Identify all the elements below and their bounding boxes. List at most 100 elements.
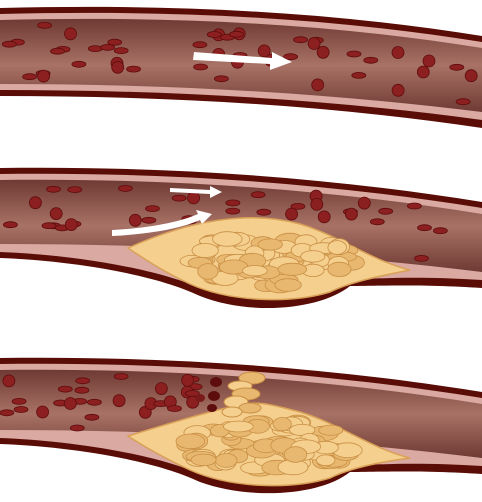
red-blood-cell	[88, 46, 102, 52]
red-blood-cell	[456, 99, 470, 105]
red-blood-cell	[392, 84, 404, 96]
red-blood-cell	[230, 31, 244, 37]
fat-cell	[316, 455, 335, 466]
fat-cell	[213, 232, 243, 247]
red-blood-cell	[358, 197, 370, 209]
red-blood-cell	[258, 45, 270, 57]
red-blood-cell	[68, 187, 82, 193]
red-blood-cell	[291, 203, 305, 209]
fat-cell	[198, 264, 218, 280]
fat-cell	[192, 244, 218, 258]
fat-cell	[176, 434, 205, 449]
red-blood-cell	[3, 222, 17, 228]
red-blood-cell	[433, 228, 447, 234]
red-blood-cell	[114, 48, 128, 54]
plaque-rupture-panel	[0, 350, 482, 502]
fat-cell	[223, 421, 253, 432]
fat-cell	[278, 263, 307, 275]
red-blood-cell	[113, 395, 125, 407]
fat-cell	[275, 279, 301, 292]
red-blood-cell	[308, 38, 320, 50]
fat-cell	[328, 262, 351, 276]
red-blood-cell	[142, 217, 156, 223]
red-blood-cell	[72, 61, 86, 67]
rupture-artery-svg	[0, 350, 482, 502]
red-blood-cell	[417, 66, 429, 78]
red-blood-cell	[85, 414, 99, 420]
red-blood-cell	[450, 64, 464, 70]
red-blood-cell	[172, 195, 186, 201]
red-blood-cell	[207, 32, 221, 38]
red-blood-cell	[112, 61, 124, 73]
red-blood-cell	[64, 398, 76, 410]
red-blood-cell	[284, 54, 298, 60]
fat-cell	[273, 418, 291, 431]
red-blood-cell	[75, 387, 89, 393]
red-blood-cell	[29, 197, 41, 209]
fat-cell	[328, 241, 347, 255]
red-blood-cell	[312, 79, 324, 91]
red-blood-cell	[294, 37, 308, 43]
red-blood-cell	[318, 211, 330, 223]
red-blood-cell	[118, 185, 132, 191]
red-blood-cell	[407, 203, 421, 209]
red-blood-cell	[65, 28, 77, 40]
red-blood-cell	[193, 42, 207, 48]
red-blood-cell	[50, 208, 62, 220]
red-blood-cell	[168, 406, 182, 412]
red-blood-cell	[423, 55, 435, 67]
red-blood-cell	[38, 22, 52, 28]
fat-cell	[284, 447, 307, 463]
red-blood-cell	[286, 208, 298, 220]
red-blood-cell	[155, 383, 167, 395]
fat-cell	[319, 425, 343, 435]
plaque-buildup-panel	[0, 160, 482, 320]
red-blood-cell	[347, 51, 361, 57]
fat-cell	[243, 266, 268, 276]
red-blood-cell	[129, 214, 141, 226]
red-blood-cell	[87, 399, 101, 405]
red-blood-cell	[23, 74, 37, 80]
red-blood-cell	[3, 375, 15, 387]
red-blood-cell	[370, 219, 384, 225]
red-blood-cell	[127, 66, 141, 72]
red-blood-cell	[415, 255, 429, 261]
red-blood-cell	[14, 407, 28, 413]
red-blood-cell	[345, 208, 357, 220]
healthy-artery-panel	[0, 0, 482, 140]
red-blood-cell	[226, 200, 240, 206]
red-blood-cell	[352, 72, 366, 78]
red-blood-cell	[58, 386, 72, 392]
red-blood-cell	[251, 192, 265, 198]
plaque-artery-svg	[0, 160, 482, 320]
red-blood-cell	[257, 209, 271, 215]
red-blood-cell	[188, 192, 200, 204]
fat-cell	[258, 239, 283, 250]
red-blood-cell	[0, 410, 14, 416]
red-blood-cell	[465, 70, 477, 82]
fat-cell	[215, 454, 237, 468]
red-blood-cell	[114, 374, 128, 380]
red-blood-cell	[12, 398, 26, 404]
red-blood-cell	[311, 198, 323, 210]
red-blood-cell	[418, 225, 432, 231]
healthy-artery-svg	[0, 0, 482, 140]
red-blood-cell	[76, 378, 90, 384]
red-blood-cell	[146, 206, 160, 212]
red-blood-cell	[38, 70, 50, 82]
red-blood-cell	[42, 223, 56, 229]
red-blood-cell	[37, 406, 49, 418]
red-blood-cell	[214, 76, 228, 82]
red-blood-cell	[70, 425, 84, 431]
red-blood-cell	[364, 57, 378, 63]
red-blood-cell	[65, 219, 77, 231]
red-blood-cell	[317, 46, 329, 58]
red-blood-cell	[47, 186, 61, 192]
red-blood-cell	[182, 374, 194, 386]
fat-cell	[301, 251, 325, 263]
red-blood-cell	[194, 64, 208, 70]
red-blood-cell	[51, 48, 65, 54]
red-blood-cell	[226, 208, 240, 214]
fat-cell	[191, 454, 216, 466]
red-blood-cell	[392, 47, 404, 59]
